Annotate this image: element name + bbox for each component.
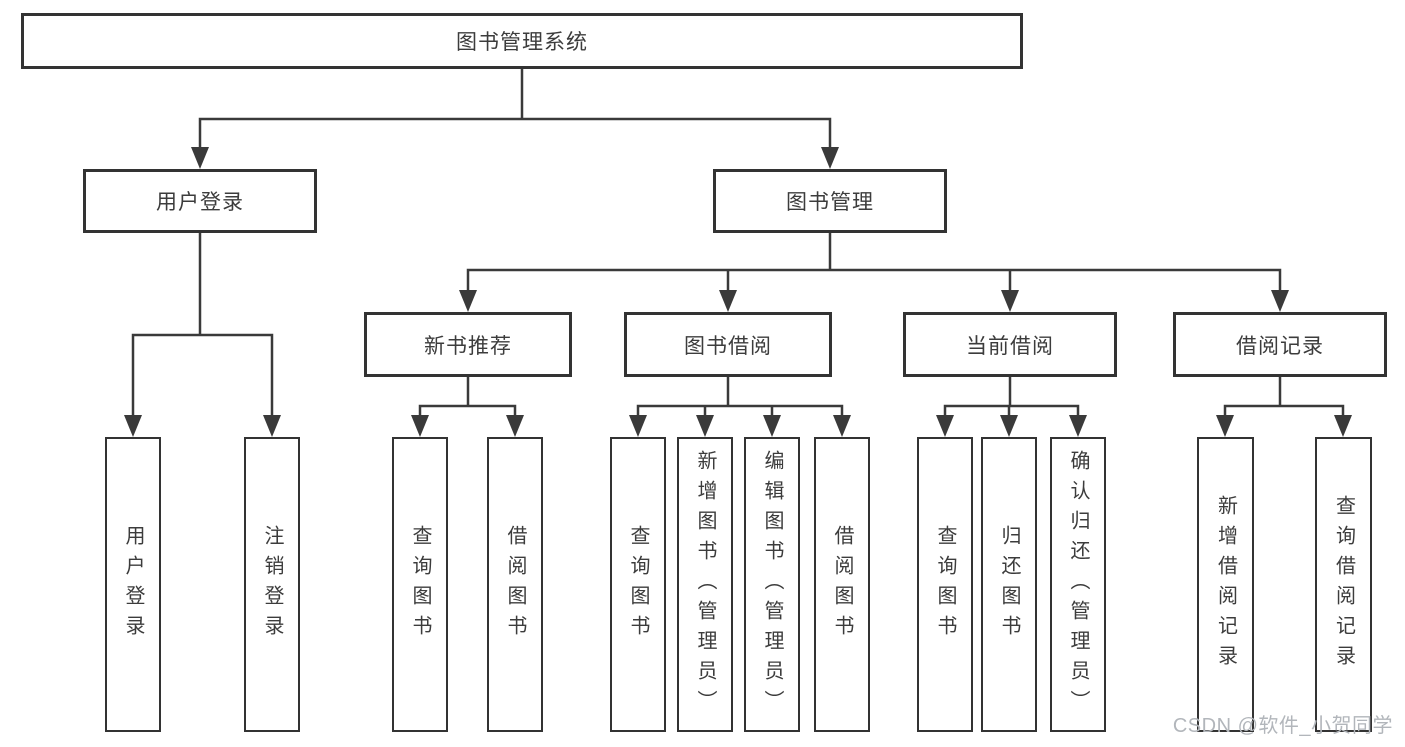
node-label: 图书借阅: [684, 334, 772, 358]
node-label: 借阅记录: [1236, 334, 1324, 358]
node-label: 图书管理: [786, 191, 874, 214]
leaf-borrow-book-recommend: 借阅图书: [487, 437, 543, 732]
node-book-borrow: 图书借阅: [624, 312, 832, 377]
node-borrow-records: 借阅记录: [1173, 312, 1387, 377]
node-label: 查询图书: [627, 524, 649, 645]
leaf-user-login: 用户登录: [105, 437, 161, 732]
node-label: 新增借阅记录: [1214, 494, 1237, 675]
node-label: 编辑图书（管理员）: [761, 449, 783, 720]
node-label: 注销登录: [261, 524, 283, 645]
leaf-return-book: 归还图书: [981, 437, 1037, 732]
leaf-borrow-book: 借阅图书: [814, 437, 870, 732]
csdn-watermark: CSDN @软件_小贺同学: [1172, 715, 1393, 737]
node-label: 当前借阅: [966, 334, 1054, 358]
leaf-search-borrow-record: 查询借阅记录: [1315, 437, 1372, 732]
leaf-add-borrow-record: 新增借阅记录: [1197, 437, 1254, 732]
node-label: 图书管理系统: [456, 31, 588, 54]
node-label: 归还图书: [998, 524, 1020, 645]
leaf-search-book-recommend: 查询图书: [392, 437, 448, 732]
node-label: 借阅图书: [504, 524, 526, 645]
node-book-management: 图书管理: [713, 169, 947, 233]
node-user-login: 用户登录: [83, 169, 317, 233]
leaf-edit-book-admin: 编辑图书（管理员）: [744, 437, 800, 732]
node-label: 用户登录: [156, 191, 244, 214]
leaf-add-book-admin: 新增图书（管理员）: [677, 437, 733, 732]
arrowheads: [124, 147, 1352, 437]
node-label: 新书推荐: [424, 334, 512, 358]
leaf-search-book-borrow: 查询图书: [610, 437, 666, 732]
leaf-search-book-current: 查询图书: [917, 437, 973, 732]
leaf-logout: 注销登录: [244, 437, 300, 732]
node-label: 查询借阅记录: [1332, 494, 1355, 675]
node-current-borrow: 当前借阅: [903, 312, 1117, 377]
node-library-management-system: 图书管理系统: [21, 13, 1023, 69]
node-label: 新增图书（管理员）: [694, 449, 716, 720]
node-label: 查询图书: [934, 524, 956, 645]
leaf-confirm-return-admin: 确认归还（管理员）: [1050, 437, 1106, 732]
node-label: 用户登录: [122, 524, 144, 645]
node-label: 确认归还（管理员）: [1067, 449, 1089, 720]
node-label: 借阅图书: [831, 524, 853, 645]
node-label: 查询图书: [409, 524, 431, 645]
node-new-book-recommend: 新书推荐: [364, 312, 572, 377]
